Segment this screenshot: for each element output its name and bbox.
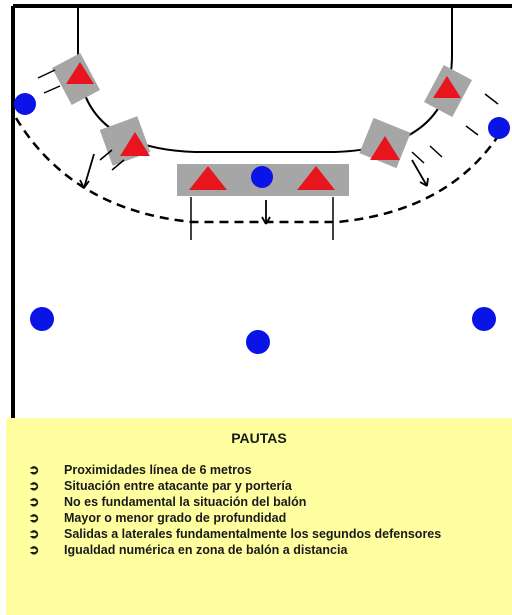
rule-text: Mayor o menor grado de profundidad: [64, 511, 287, 525]
zone-left-back: [99, 116, 151, 166]
defender-left-wing: [66, 62, 94, 84]
attacker-pivot: [251, 166, 273, 188]
arrow-circle-icon: ➲: [28, 494, 40, 509]
defender-left-back: [120, 132, 150, 156]
rule-text: Proximidades línea de 6 metros: [64, 463, 252, 477]
rule-text: No es fundamental la situación del balón: [64, 495, 307, 509]
arrow-circle-icon: ➲: [28, 478, 40, 493]
arrow-left-back: [83, 153, 95, 189]
list-item: ➲ Igualdad numérica en zona de balón a d…: [24, 542, 504, 558]
rule-text: Situación entre atacante par y portería: [64, 479, 292, 493]
movement-arrows: [79, 153, 429, 225]
defender-center-right: [297, 166, 335, 190]
attacker-left-back: [30, 307, 54, 331]
arrow-circle-icon: ➲: [28, 510, 40, 525]
defender-center-left: [189, 166, 227, 190]
defender-right-back: [370, 136, 400, 160]
arrow-circle-icon: ➲: [28, 462, 40, 477]
guidelines-panel: PAUTAS ➲ Proximidades línea de 6 metros …: [6, 418, 512, 615]
list-item: ➲ Proximidades línea de 6 metros: [24, 462, 504, 478]
arrow-circle-icon: ➲: [28, 542, 40, 557]
attacker-right-back: [472, 307, 496, 331]
attacker-left-wing: [14, 93, 36, 115]
panel-title: PAUTAS: [231, 430, 287, 446]
attacker-center-back: [246, 330, 270, 354]
rules-list: ➲ Proximidades línea de 6 metros ➲ Situa…: [24, 462, 504, 558]
court-diagram: [11, 4, 512, 420]
arrow-right-back: [411, 159, 428, 187]
list-item: ➲ Mayor o menor grado de profundidad: [24, 510, 504, 526]
list-item: ➲ No es fundamental la situación del bal…: [24, 494, 504, 510]
attacker-right-wing: [488, 117, 510, 139]
list-item: ➲ Situación entre atacante par y porterí…: [24, 478, 504, 494]
guide-lines: [37, 69, 499, 240]
rule-text: Igualdad numérica en zona de balón a dis…: [64, 543, 348, 557]
arrow-circle-icon: ➲: [28, 526, 40, 541]
rule-text: Salidas a laterales fundamentalmente los…: [64, 527, 442, 541]
defender-right-wing: [433, 76, 461, 98]
court-border: [11, 4, 512, 420]
list-item: ➲ Salidas a laterales fundamentalmente l…: [24, 526, 504, 542]
